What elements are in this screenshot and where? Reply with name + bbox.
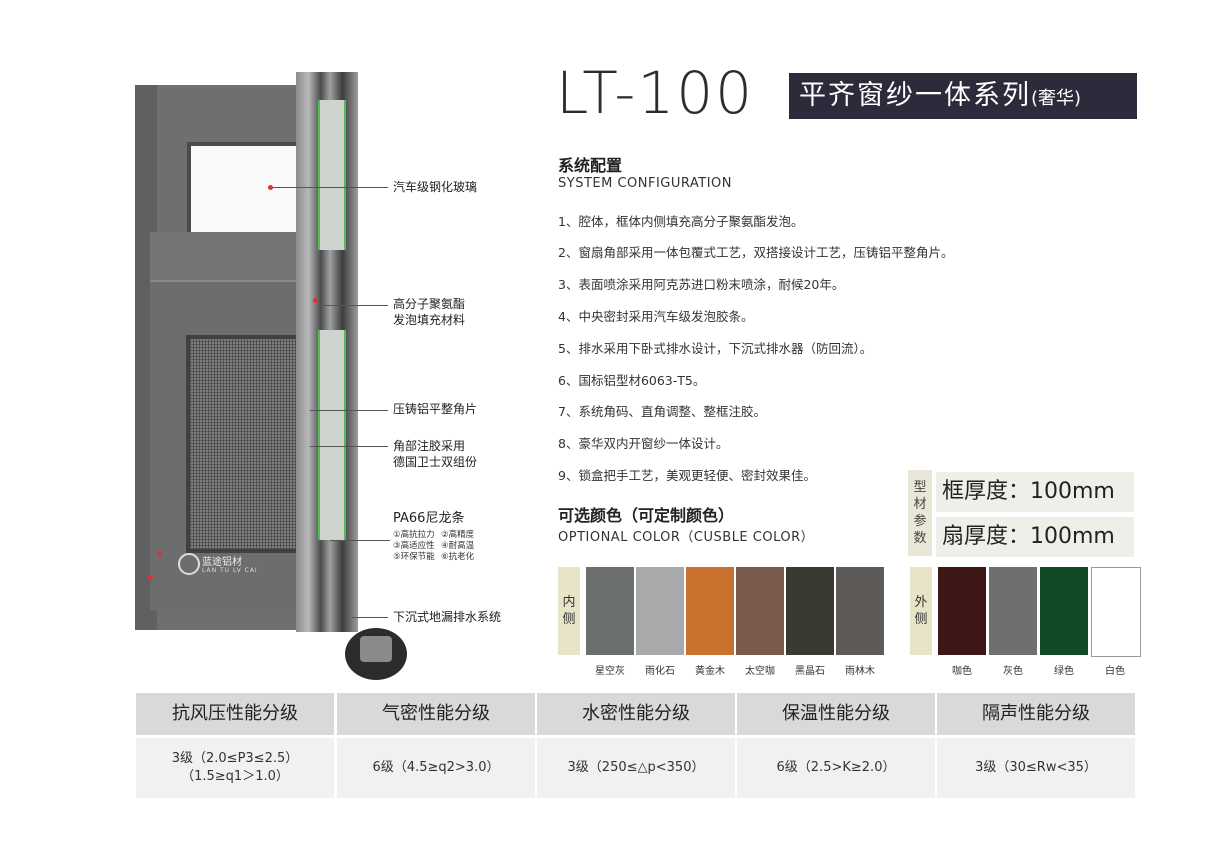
colors-subtitle: OPTIONAL COLOR（CUSBLE COLOR） — [558, 530, 815, 545]
config-item: 3、表面喷涂采用阿克苏进口粉末喷涂，耐候20年。 — [558, 277, 845, 292]
profile-glass-bottom — [318, 330, 346, 540]
brand-subtitle: LAN TU LV CAI — [202, 567, 258, 574]
series-title: 平齐窗纱一体系列 — [799, 80, 1031, 111]
param-tag-char: 参 — [913, 514, 927, 529]
config-item: 4、中央密封采用汽车级发泡胶条。 — [558, 309, 754, 324]
brand-name: 蓝途铝材 — [202, 557, 242, 568]
nylon-feature: ⑥抗老化 — [441, 552, 475, 562]
sash-thickness: 扇厚度：100mm — [936, 517, 1134, 557]
outer-color-swatch-label: 灰色 — [1003, 666, 1023, 677]
drain-detail-icon — [360, 636, 392, 662]
nylon-feature: ②高精度 — [441, 530, 475, 540]
config-item: 5、排水采用下卧式排水设计，下沉式排水器（防回流）。 — [558, 341, 873, 356]
outer-color-swatch — [1040, 567, 1088, 655]
inner-tag-char: 侧 — [562, 612, 576, 627]
callout-glue-line2: 德国卫士双组份 — [393, 455, 478, 469]
callout-line-foam — [318, 305, 388, 306]
performance-header: 水密性能分级 — [537, 693, 735, 735]
callout-dot-sash — [157, 551, 162, 556]
inner-color-swatch — [636, 567, 684, 655]
callout-foam-line2: 发泡填充材料 — [393, 313, 466, 327]
frame-thickness: 框厚度：100mm — [936, 472, 1134, 512]
callout-dot-glass — [268, 185, 273, 190]
performance-header: 保温性能分级 — [737, 693, 935, 735]
performance-header: 隔声性能分级 — [937, 693, 1135, 735]
nylon-feature: ⑤环保节能 — [393, 552, 435, 562]
inner-color-swatch — [686, 567, 734, 655]
inner-color-swatch-label: 雨林木 — [845, 666, 875, 677]
nylon-feature: ④耐高温 — [441, 541, 475, 551]
param-tag-char: 材 — [913, 497, 927, 512]
callout-line-drain — [352, 617, 388, 618]
inner-color-swatch — [786, 567, 834, 655]
callout-dot-foam — [313, 298, 318, 303]
param-tag: 型 材 参 数 — [908, 470, 932, 556]
insect-screen — [186, 335, 314, 553]
outer-color-swatch — [1091, 567, 1141, 657]
config-item: 2、窗扇角部采用一体包覆式工艺，双搭接设计工艺，压铸铝平整角片。 — [558, 245, 954, 260]
callout-foam-line1: 高分子聚氨酯 — [393, 297, 466, 311]
performance-header: 气密性能分级 — [337, 693, 535, 735]
performance-value: 3级（2.0≤P3≤2.5） （1.5≥q1＞1.0） — [136, 738, 334, 798]
inner-color-swatch-label: 太空咖 — [745, 666, 775, 677]
callout-dot-drain — [148, 575, 153, 580]
performance-value: 6级（4.5≥q2>3.0） — [337, 738, 535, 798]
inner-color-swatch-label: 黑晶石 — [795, 666, 825, 677]
config-subtitle: SYSTEM CONFIGURATION — [558, 176, 733, 191]
param-tag-char: 数 — [913, 531, 927, 546]
outer-tag-char: 侧 — [914, 612, 928, 627]
outer-color-swatch — [989, 567, 1037, 655]
callout-corner: 压铸铝平整角片 — [393, 402, 478, 416]
inner-side-tag: 内 侧 — [558, 567, 580, 655]
callout-line-nylon — [330, 540, 390, 541]
series-title-box: 平齐窗纱一体系列(奢华) — [789, 73, 1137, 119]
config-item: 1、腔体，框体内侧填充高分子聚氨酯发泡。 — [558, 214, 804, 229]
nylon-feature: ③高适应性 — [393, 541, 435, 551]
performance-header: 抗风压性能分级 — [136, 693, 334, 735]
inner-color-swatch — [586, 567, 634, 655]
inner-color-swatch-label: 星空灰 — [595, 666, 625, 677]
callout-line-glass — [273, 187, 388, 188]
series-note: (奢华) — [1031, 88, 1082, 109]
config-item: 6、国标铝型材6063-T5。 — [558, 373, 706, 388]
inner-color-swatch — [836, 567, 884, 655]
colors-title: 可选颜色（可定制颜色） — [558, 506, 735, 525]
brand-logo-icon — [178, 553, 200, 575]
callout-nylon: PA66尼龙条 — [393, 511, 465, 526]
config-item: 9、锁盒把手工艺，美观更轻便、密封效果佳。 — [558, 468, 816, 483]
callout-drain: 下沉式地漏排水系统 — [393, 610, 502, 624]
callout-glue-line1: 角部注胶采用 — [393, 439, 466, 453]
nylon-feature: ①高抗拉力 — [393, 530, 435, 540]
outer-color-swatch-label: 白色 — [1105, 666, 1125, 677]
config-title: 系统配置 — [558, 156, 623, 175]
performance-value: 3级（250≤△p<350） — [537, 738, 735, 798]
callout-line-corner — [310, 410, 388, 411]
callout-line-glue — [310, 446, 388, 447]
inner-color-swatch-label: 黄金木 — [695, 666, 725, 677]
config-item: 8、豪华双内开窗纱一体设计。 — [558, 436, 729, 451]
inner-color-swatch — [736, 567, 784, 655]
inner-color-swatch-label: 雨化石 — [645, 666, 675, 677]
outer-side-tag: 外 侧 — [910, 567, 932, 655]
outer-color-swatch — [938, 567, 986, 655]
outer-tag-char: 外 — [914, 595, 928, 610]
config-item: 7、系统角码、直角调整、整框注胶。 — [558, 404, 766, 419]
nylon-features: ①高抗拉力 ②高精度 ③高适应性 ④耐高温 ⑤环保节能 ⑥抗老化 — [393, 530, 489, 563]
outer-color-swatch-label: 咖色 — [952, 666, 972, 677]
param-tag-char: 型 — [913, 480, 927, 495]
performance-value: 3级（30≤Rw<35） — [937, 738, 1135, 798]
profile-glass-top — [318, 100, 346, 250]
outer-color-swatch-label: 绿色 — [1054, 666, 1074, 677]
performance-value: 6级（2.5>K≥2.0） — [737, 738, 935, 798]
inner-tag-char: 内 — [562, 595, 576, 610]
model-number: LT-100 — [556, 59, 755, 127]
callout-glass: 汽车级钢化玻璃 — [393, 180, 478, 194]
